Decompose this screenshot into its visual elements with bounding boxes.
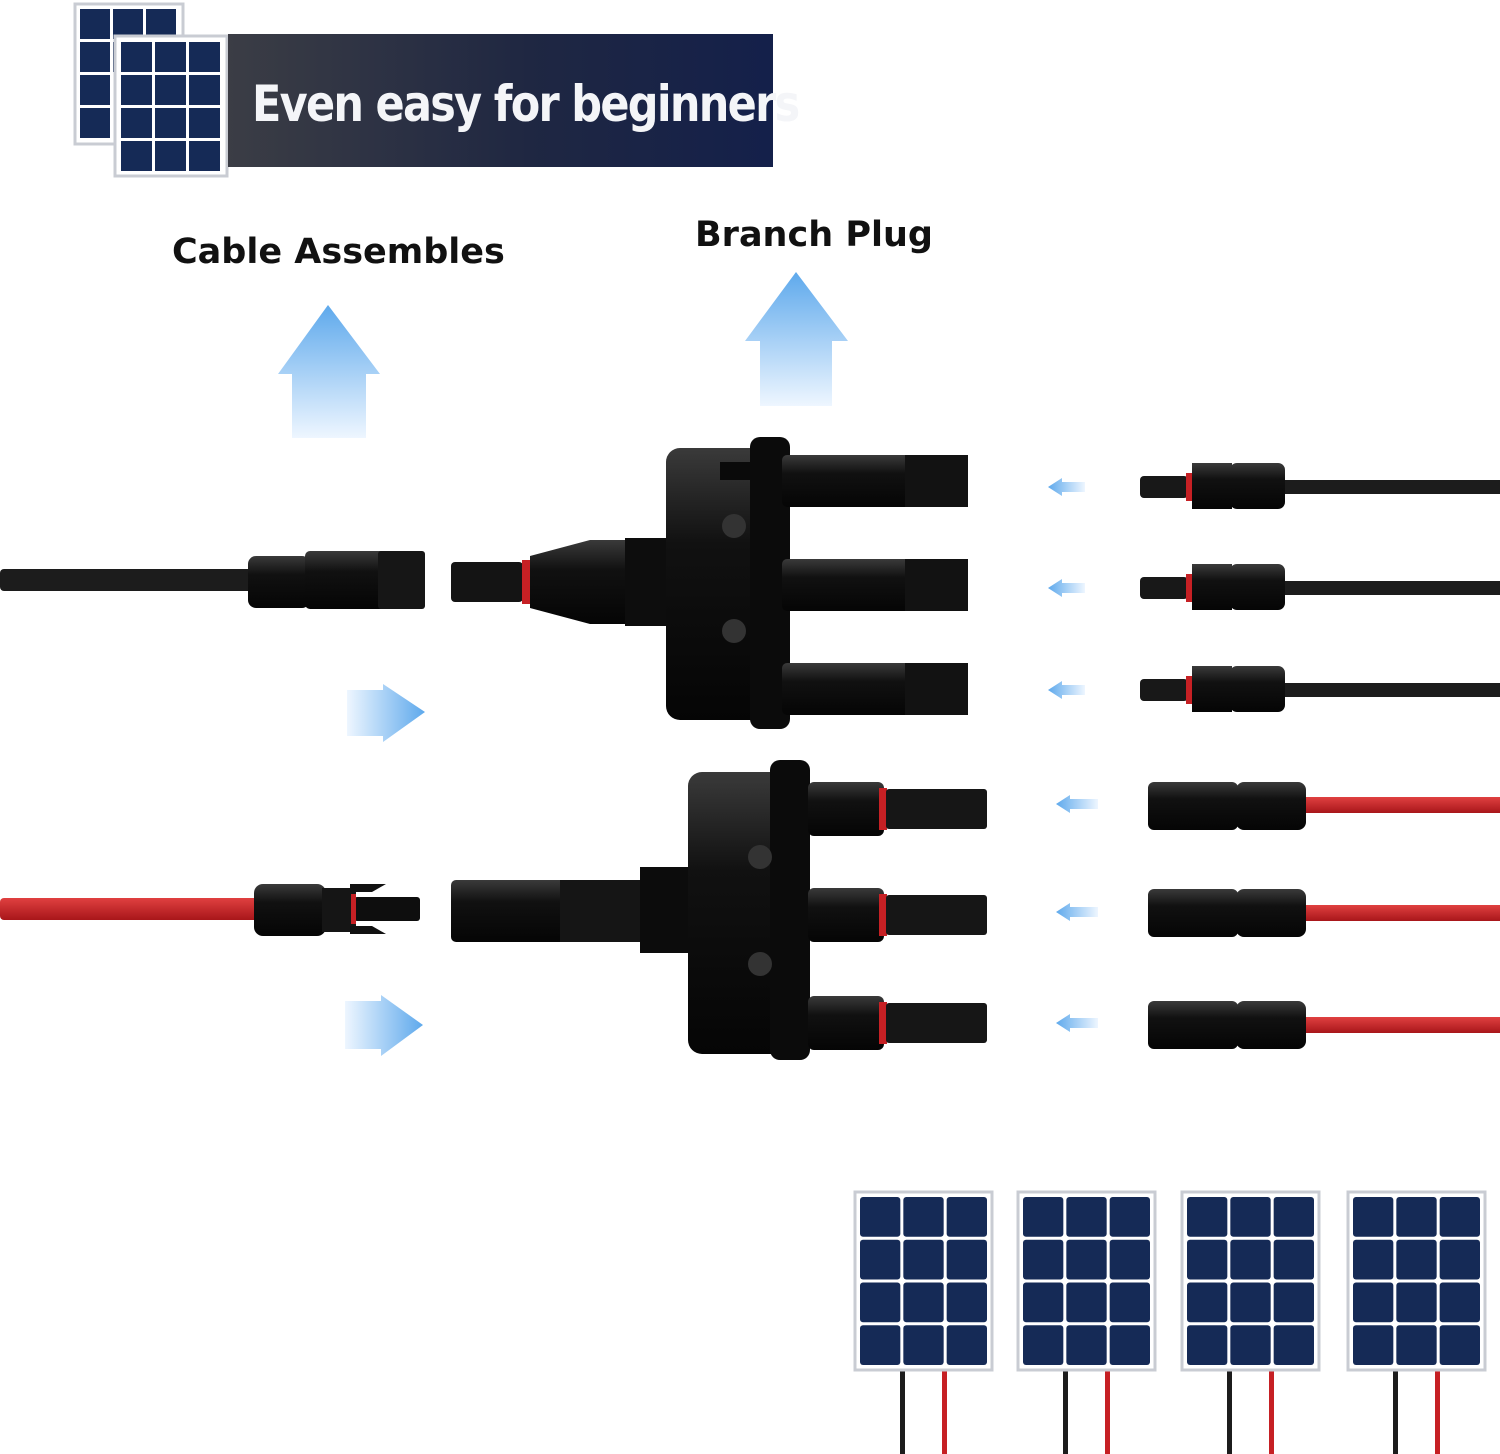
cable-assembles-label: Cable Assembles bbox=[172, 232, 505, 272]
left-arrow-icon bbox=[1048, 579, 1085, 597]
up-arrow-icon bbox=[278, 305, 380, 438]
solar-panel-icon bbox=[73, 2, 229, 178]
solar-panel-icon bbox=[1346, 1190, 1487, 1454]
banner-title: Even easy for beginners bbox=[252, 75, 800, 133]
left-arrow-icon bbox=[1048, 681, 1085, 699]
solar-panel-icon bbox=[1016, 1190, 1157, 1454]
up-arrow-icon bbox=[745, 272, 848, 406]
mc4-connector-icon bbox=[1148, 782, 1500, 1049]
left-arrow-icon bbox=[1048, 478, 1085, 496]
solar-panel-row bbox=[853, 1190, 1487, 1454]
right-arrow-icon bbox=[345, 995, 423, 1056]
mc4-connector-icon bbox=[1140, 463, 1500, 712]
left-arrow-icon bbox=[1056, 903, 1098, 921]
solar-panel-icon bbox=[1180, 1190, 1321, 1454]
branch-plug-label: Branch Plug bbox=[695, 215, 933, 255]
left-arrow-icon bbox=[1056, 795, 1098, 813]
branch-connector-icon bbox=[451, 437, 968, 729]
left-arrow-icon bbox=[1056, 1014, 1098, 1032]
black-cable-assembly bbox=[0, 551, 425, 609]
red-cable-assembly bbox=[0, 884, 420, 936]
solar-panel-icon bbox=[853, 1190, 994, 1454]
right-arrow-icon bbox=[347, 684, 425, 742]
title-banner bbox=[228, 34, 773, 167]
branch-connector-icon bbox=[451, 760, 987, 1060]
